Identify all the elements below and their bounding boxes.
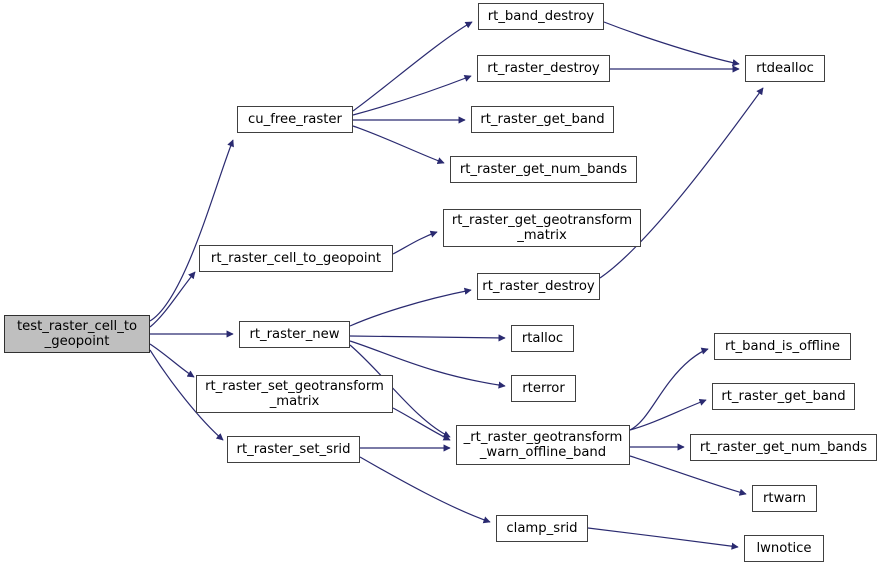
graph-node-rtalloc[interactable]: rtalloc: [511, 325, 574, 352]
graph-edge-n7-to-n8: [392, 230, 438, 255]
graph-node-rtdealloc[interactable]: rtdealloc: [745, 55, 825, 82]
graph-edge-n0-to-n14: [149, 349, 224, 441]
graph-node-lwnotice[interactable]: lwnotice: [744, 535, 824, 562]
graph-node-rt-raster-set-srid[interactable]: rt_raster_set_srid: [227, 436, 360, 463]
graph-node-label: rt_raster_get_band: [480, 112, 605, 127]
graph-node-rt-raster-destroy[interactable]: rt_raster_destroy: [477, 273, 600, 300]
graph-node-rt-raster-get-band[interactable]: rt_raster_get_band: [471, 106, 614, 133]
graph-edge-n1-to-n3: [352, 74, 472, 116]
graph-node-label: _rt_raster_geotransform _warn_offline_ba…: [463, 430, 623, 460]
graph-node-label: rt_raster_set_srid: [236, 442, 351, 457]
graph-node-rterror[interactable]: rterror: [511, 375, 576, 402]
graph-node-test-raster-cell-to-geopoint[interactable]: test_raster_cell_to _geopoint: [4, 315, 150, 353]
graph-node-rt-raster-set-geotransform-matrix[interactable]: rt_raster_set_geotransform _matrix: [196, 375, 393, 413]
graph-node-label: cu_free_raster: [248, 112, 342, 127]
graph-edge-n1-to-n5: [352, 125, 445, 165]
graph-node-label: rt_raster_destroy: [487, 61, 600, 76]
graph-node-label: rt_raster_destroy: [482, 279, 595, 294]
graph-node-label: rt_band_is_offline: [724, 339, 841, 354]
graph-node--rt-raster-geotransform-warn-offline-band[interactable]: _rt_raster_geotransform _warn_offline_ba…: [456, 425, 630, 465]
graph-node-rt-raster-get-geotransform-matrix[interactable]: rt_raster_get_geotransform _matrix: [443, 209, 641, 247]
graph-node-label: rtdealloc: [756, 61, 814, 76]
graph-node-label: rtalloc: [521, 331, 564, 346]
graph-edge-n10-to-n12: [349, 340, 506, 389]
graph-edge-n10-to-n11: [349, 334, 506, 342]
graph-node-rtwarn[interactable]: rtwarn: [752, 485, 817, 512]
graph-node-label: rt_raster_get_num_bands: [699, 440, 868, 455]
graph-node-rt-raster-get-num-bands[interactable]: rt_raster_get_num_bands: [690, 434, 877, 461]
graph-node-rt-raster-get-num-bands[interactable]: rt_raster_get_num_bands: [450, 156, 637, 183]
graph-node-label: rt_raster_get_band: [721, 389, 846, 404]
graph-node-label: rt_raster_new: [249, 327, 340, 342]
graph-edge-n10-to-n9: [349, 287, 472, 327]
graph-node-clamp-srid[interactable]: clamp_srid: [496, 515, 588, 542]
graph-edge-n1-to-n2: [352, 21, 473, 112]
graph-node-label: rt_raster_cell_to_geopoint: [210, 251, 382, 266]
graph-node-label: clamp_srid: [506, 521, 578, 536]
graph-edge-n0-to-n1: [149, 139, 234, 322]
graph-edge-n2-to-n6: [603, 21, 740, 67]
graph-edge-n10-to-n15: [349, 344, 451, 438]
graph-node-rt-band-destroy[interactable]: rt_band_destroy: [478, 3, 604, 30]
graph-edge-n0-to-n7: [149, 271, 196, 328]
graph-node-cu-free-raster[interactable]: cu_free_raster: [237, 106, 353, 133]
graph-edge-n20-to-n21: [587, 527, 739, 550]
graph-edge-n13-to-n15: [392, 407, 451, 441]
graph-edge-n14-to-n20: [359, 456, 491, 524]
graph-edge-n15-to-n17: [629, 398, 707, 431]
graph-node-label: test_raster_cell_to _geopoint: [16, 319, 138, 349]
graph-node-label: rt_raster_set_geotransform _matrix: [205, 379, 384, 409]
graph-node-label: rt_raster_get_num_bands: [459, 162, 628, 177]
graph-node-rt-band-is-offline[interactable]: rt_band_is_offline: [714, 333, 851, 360]
graph-node-rt-raster-cell-to-geopoint[interactable]: rt_raster_cell_to_geopoint: [199, 245, 393, 272]
graph-edge-n0-to-n13: [149, 343, 195, 378]
graph-node-label: lwnotice: [756, 541, 812, 556]
graph-node-label: rterror: [522, 381, 565, 396]
graph-edge-n9-to-n6: [599, 87, 764, 279]
graph-node-rt-raster-destroy[interactable]: rt_raster_destroy: [477, 55, 610, 82]
graph-edge-n15-to-n19: [629, 455, 747, 496]
graph-edge-n15-to-n16: [629, 347, 709, 431]
graph-node-label: rt_band_destroy: [487, 9, 595, 24]
graph-node-label: rt_raster_get_geotransform _matrix: [451, 213, 633, 243]
graph-node-label: rtwarn: [762, 491, 806, 506]
graph-node-rt-raster-new[interactable]: rt_raster_new: [239, 321, 350, 348]
graph-node-rt-raster-get-band[interactable]: rt_raster_get_band: [712, 383, 855, 410]
